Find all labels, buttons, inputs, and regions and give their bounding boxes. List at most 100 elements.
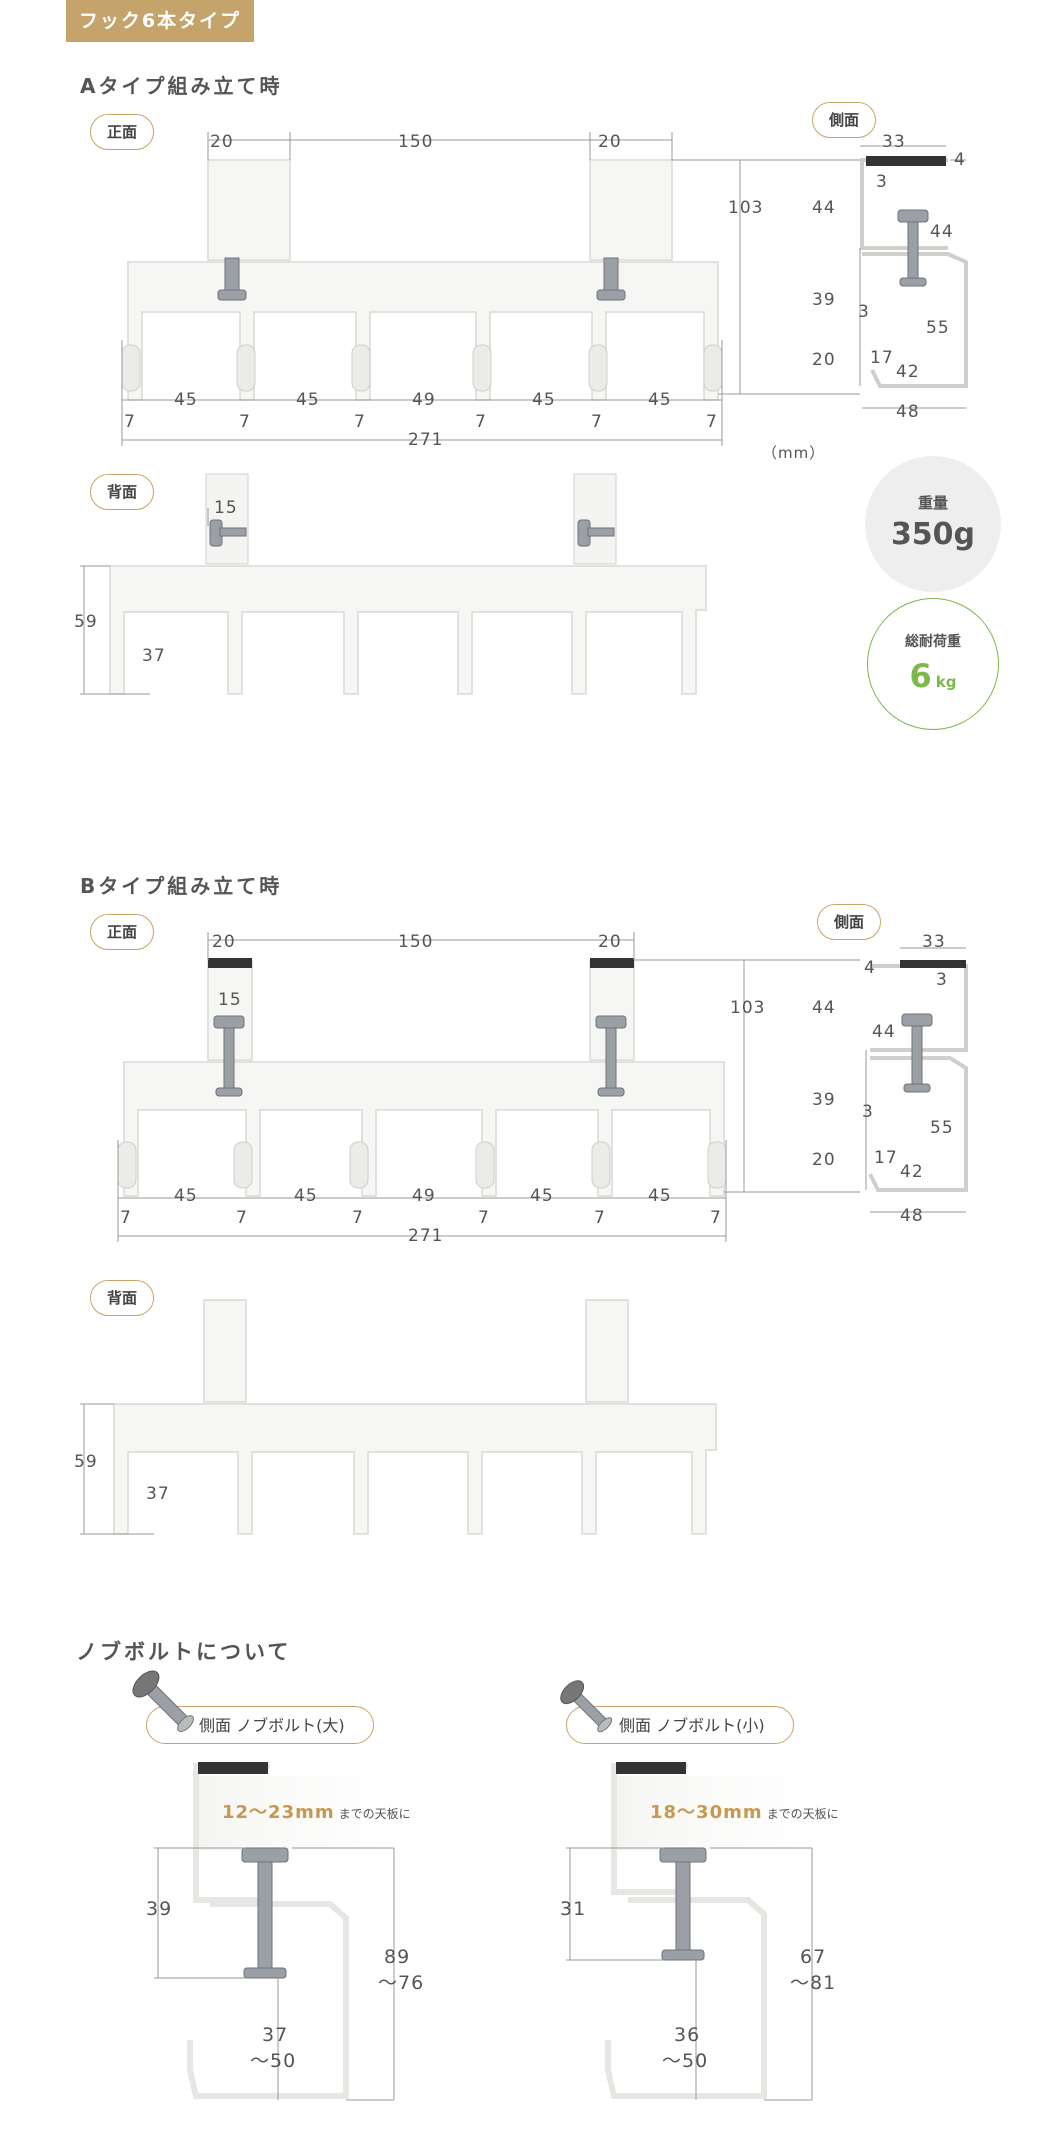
dim-b-11: 7: [120, 1208, 132, 1228]
dim-a-8: 45: [532, 390, 556, 410]
load-unit: kg: [935, 673, 957, 691]
dim-a-side-6: 39: [812, 290, 836, 310]
bolt-large-note: までの天板に: [338, 1807, 411, 1821]
type-tag: フック6本タイプ: [66, 0, 254, 42]
bolt-small-range: 18〜30mm: [650, 1802, 763, 1823]
dim-b-7: 45: [294, 1186, 318, 1206]
bolt-large-d3: 37: [262, 2024, 289, 2046]
section-b-side-label: 側面: [817, 904, 881, 940]
dim-b-10: 45: [648, 1186, 672, 1206]
dim-a-5: 45: [174, 390, 198, 410]
dim-a-4: 103: [728, 198, 764, 218]
dim-b-side-8: 55: [930, 1118, 954, 1138]
section-b-front-label: 正面: [90, 914, 154, 950]
dim-b-side-5: 44: [872, 1022, 896, 1042]
dim-a-side-9: 20: [812, 350, 836, 370]
dim-a-back-3: 37: [142, 646, 166, 666]
dim-b-back-2: 37: [146, 1484, 170, 1504]
bolt-large-d3b: 〜50: [250, 2050, 297, 2072]
dim-b-side-9: 20: [812, 1150, 836, 1170]
dim-b-side-7: 3: [862, 1102, 874, 1122]
dim-a-side-4: 44: [812, 198, 836, 218]
dim-a-side-3: 3: [876, 172, 888, 192]
dim-a-side-5: 44: [930, 222, 954, 242]
bolt-small-d2b: 〜81: [790, 1972, 837, 1994]
dim-a-side-2: 4: [954, 150, 966, 170]
dim-b-side-3: 3: [936, 970, 948, 990]
dim-a-7: 49: [412, 390, 436, 410]
dim-b-6: 45: [174, 1186, 198, 1206]
dim-b-back-1: 59: [74, 1452, 98, 1472]
dim-b-side-11: 42: [900, 1162, 924, 1182]
weight-label: 重量: [917, 494, 948, 512]
bolt-large-range: 12〜23mm: [222, 1802, 335, 1823]
section-b-back-label: 背面: [90, 1280, 154, 1316]
dim-a-side-12: 48: [896, 402, 920, 422]
dim-a-3: 20: [598, 132, 622, 152]
dim-a-side-10: 17: [870, 348, 894, 368]
bolt-large-d1: 39: [146, 1898, 173, 1920]
dim-b-5: 103: [730, 998, 766, 1018]
dim-b-1: 20: [212, 932, 236, 952]
section-a-back-label: 背面: [90, 474, 154, 510]
dim-a-10: 7: [124, 412, 136, 432]
dim-b-12: 7: [236, 1208, 248, 1228]
section-a-title: Aタイプ組み立て時: [80, 74, 283, 98]
dim-a-side-8: 55: [926, 318, 950, 338]
dim-b-17: 271: [408, 1226, 444, 1246]
dim-b-13: 7: [352, 1208, 364, 1228]
bolt-small-d1: 31: [560, 1898, 587, 1920]
dim-b-4: 15: [218, 990, 242, 1010]
dim-b-14: 7: [478, 1208, 490, 1228]
dim-b-side-1: 33: [922, 932, 946, 952]
dim-b-16: 7: [710, 1208, 722, 1228]
dim-a-2: 150: [398, 132, 434, 152]
dim-b-2: 150: [398, 932, 434, 952]
dim-a-1: 20: [210, 132, 234, 152]
dim-a-side-1: 33: [882, 132, 906, 152]
weight-value: 350g: [890, 517, 976, 552]
bolt-section-title: ノブボルトについて: [76, 1640, 292, 1664]
dim-a-side-11: 42: [896, 362, 920, 382]
dim-a-back-1: 15: [214, 498, 238, 518]
bolt-small-d2: 67: [800, 1946, 827, 1968]
dim-a-16: 271: [408, 430, 444, 450]
dim-a-13: 7: [475, 412, 487, 432]
dim-b-side-12: 48: [900, 1206, 924, 1226]
bolt-large-d2: 89: [384, 1946, 411, 1968]
unit-label: （mm）: [762, 444, 826, 462]
section-a-front-label: 正面: [90, 114, 154, 150]
bolt-small-d3: 36: [674, 2024, 701, 2046]
dim-b-side-4: 44: [812, 998, 836, 1018]
dim-b-3: 20: [598, 932, 622, 952]
section-a-side-label: 側面: [812, 102, 876, 138]
load-value: 6: [909, 657, 932, 695]
bolt-large-d2b: 〜76: [378, 1972, 425, 1994]
dim-b-side-2: 4: [864, 958, 876, 978]
section-b-title: Bタイプ組み立て時: [80, 874, 283, 898]
dim-b-side-6: 39: [812, 1090, 836, 1110]
dim-a-14: 7: [591, 412, 603, 432]
dim-a-back-2: 59: [74, 612, 98, 632]
dim-a-11: 7: [239, 412, 251, 432]
dim-b-8: 49: [412, 1186, 436, 1206]
dim-a-side-7: 3: [858, 302, 870, 322]
weight-badge: 重量 350g: [865, 456, 1001, 592]
dim-b-9: 45: [530, 1186, 554, 1206]
dim-b-side-10: 17: [874, 1148, 898, 1168]
dim-a-9: 45: [648, 390, 672, 410]
